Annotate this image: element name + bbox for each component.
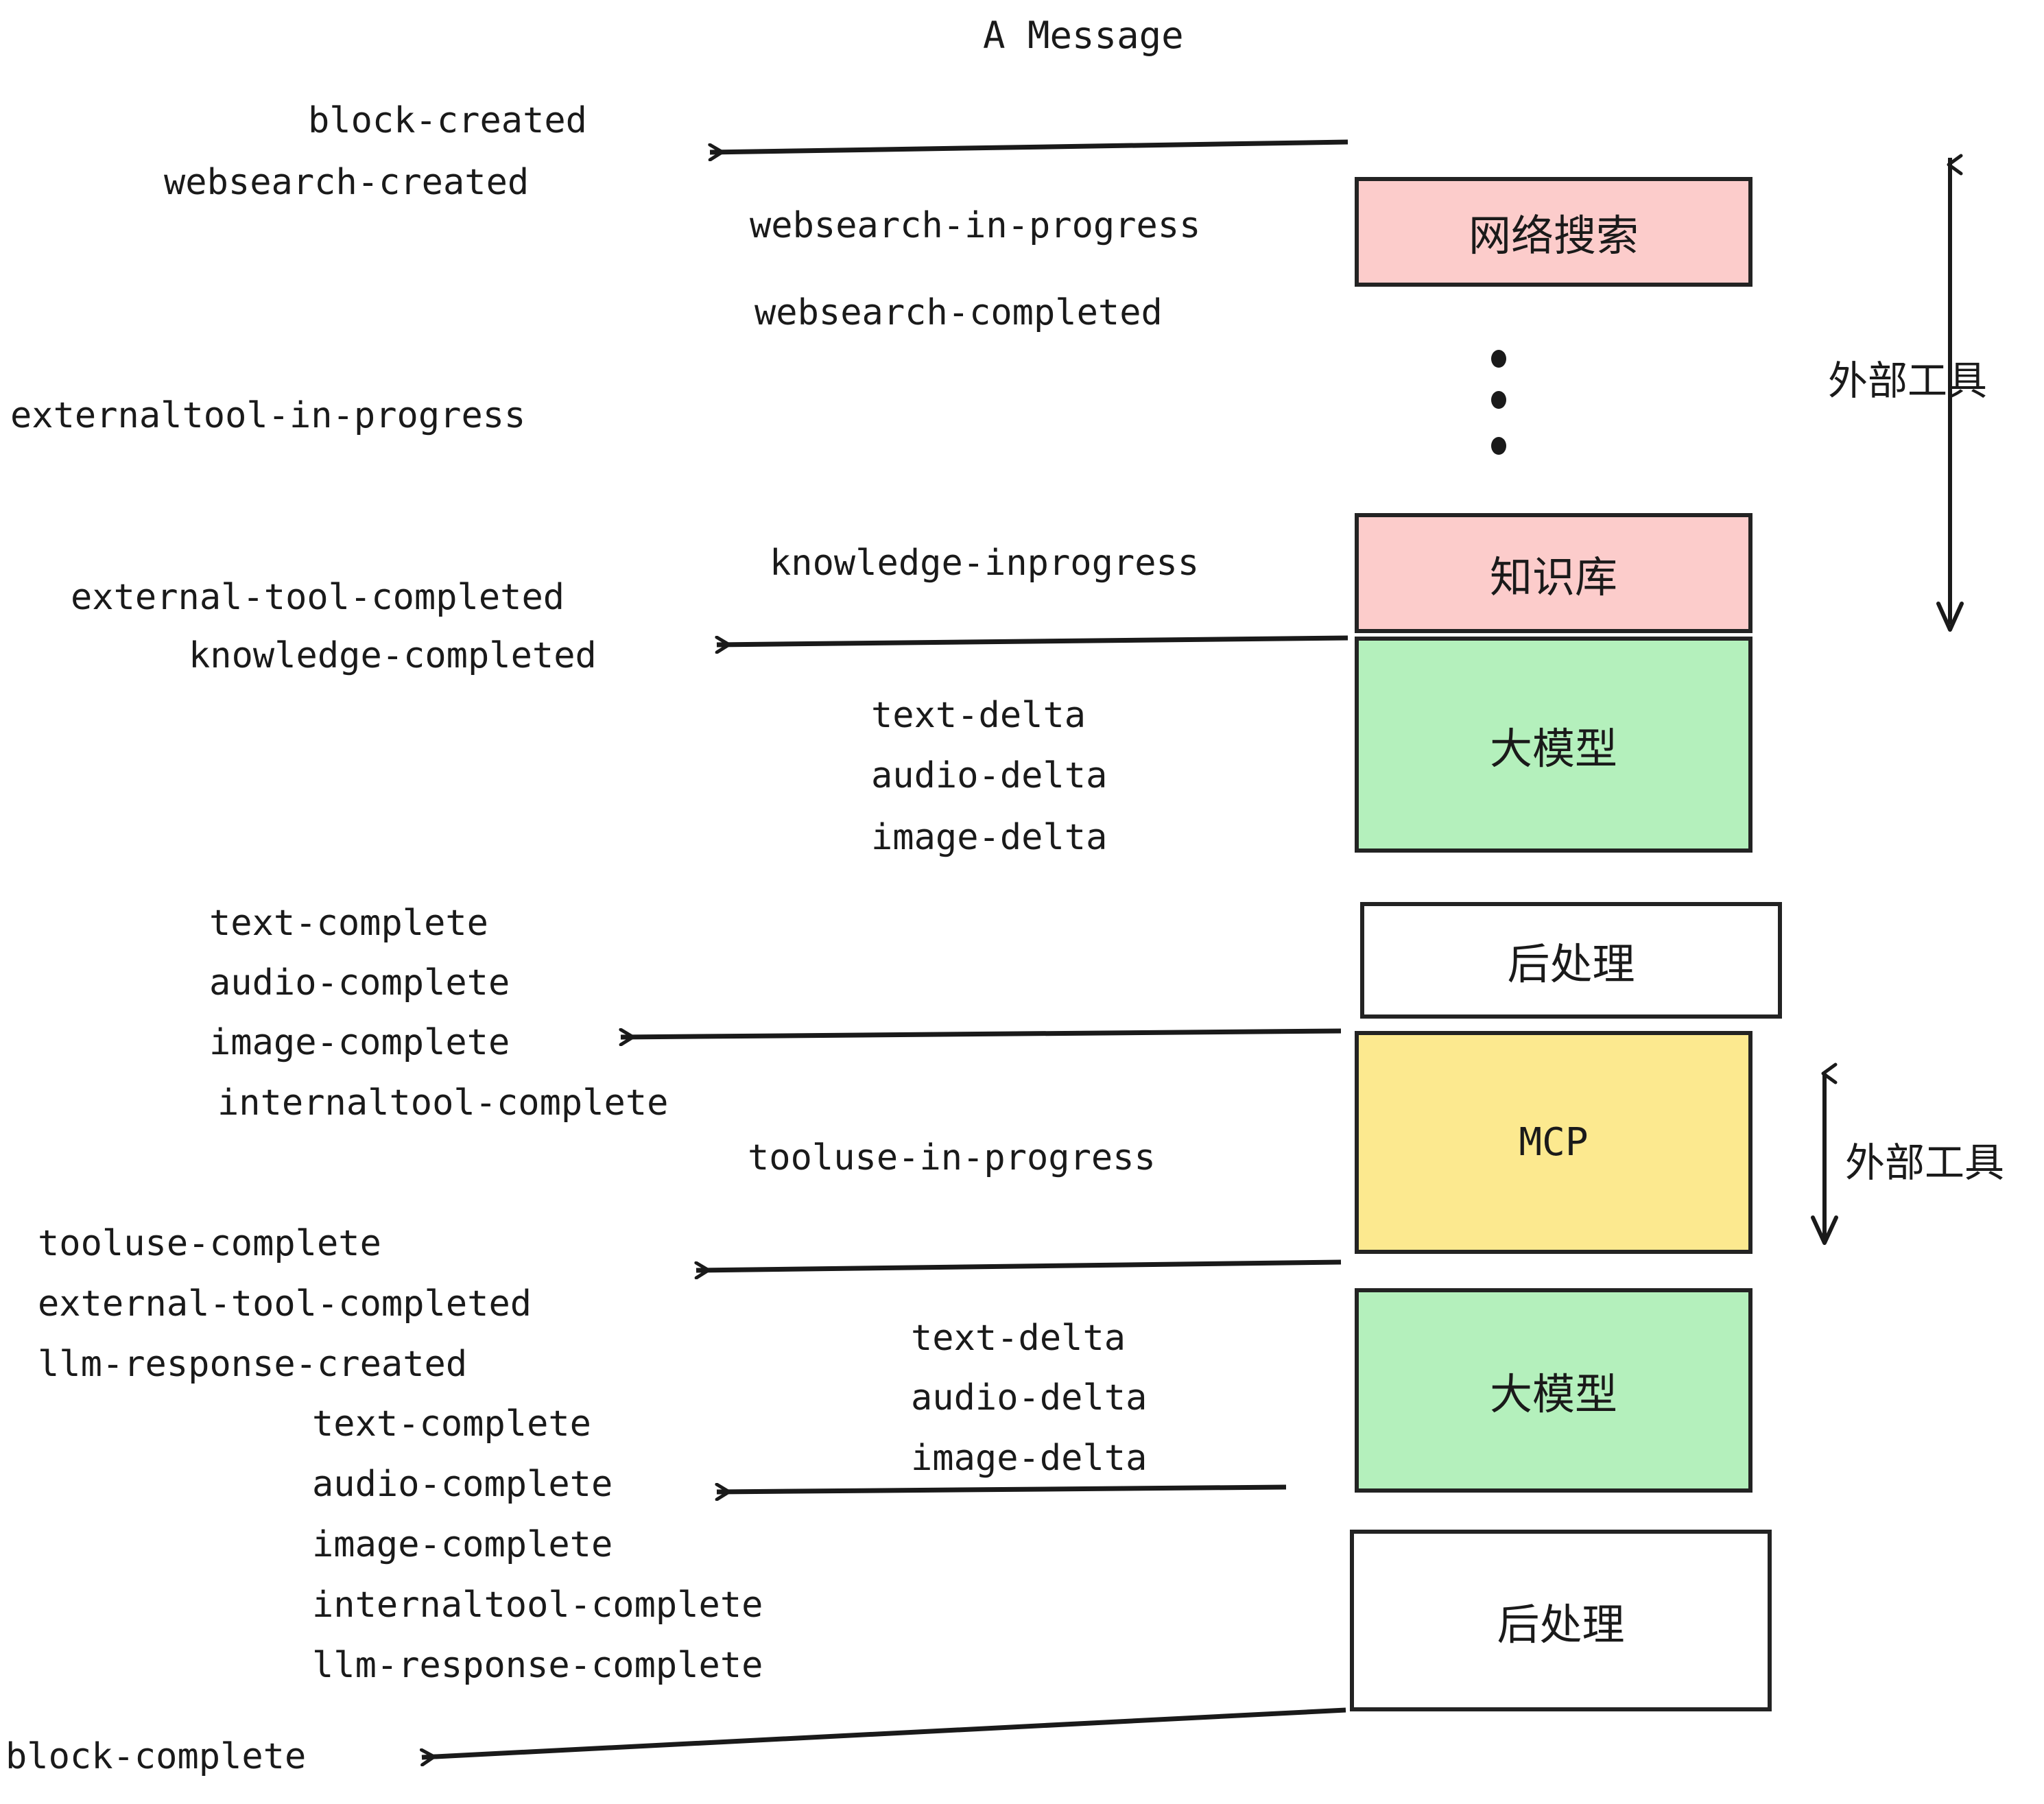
event-label-text-complete-1: text-complete: [209, 903, 488, 944]
event-label-internaltool-complete-2: internaltool-complete: [312, 1585, 763, 1626]
event-label-websearch-created: websearch-created: [164, 162, 530, 203]
box-label-websearch: 网络搜索: [1468, 211, 1639, 261]
event-label-text-complete-2: text-complete: [312, 1403, 591, 1445]
event-label-image-delta-1: image-delta: [871, 817, 1108, 858]
ellipsis-dot-2: [1491, 391, 1506, 409]
box-label-knowledge: 知识库: [1489, 551, 1617, 602]
arrow-llm2-to-audio-complete: [717, 1487, 1287, 1492]
event-label-llm-response-created: llm-response-created: [38, 1344, 468, 1385]
event-label-tooluse-complete: tooluse-complete: [38, 1223, 381, 1264]
event-label-externaltool-in-progress: externaltool-in-progress: [10, 395, 526, 436]
event-label-knowledge-inprogress: knowledge-inprogress: [770, 543, 1200, 584]
event-label-audio-delta-1: audio-delta: [871, 755, 1108, 796]
side-label-external-tools-top: 外部工具: [1828, 357, 1988, 404]
ellipsis-dot-1: [1491, 350, 1506, 368]
external-tools-arrowhead-top-down: [1936, 602, 1964, 632]
event-label-text-delta-2: text-delta: [911, 1318, 1126, 1359]
arrow-postproc1-to-image-complete: [621, 1031, 1342, 1037]
event-label-external-tool-completed-2: external-tool-completed: [38, 1283, 532, 1325]
event-label-tooluse-in-progress: tooluse-in-progress: [748, 1137, 1156, 1178]
box-websearch: 网络搜索: [1355, 177, 1752, 287]
box-llm-1: 大模型: [1355, 637, 1752, 853]
arrow-mcp-to-tooluse-complete: [696, 1259, 1342, 1270]
box-label-llm-1: 大模型: [1489, 723, 1617, 774]
box-label-postprocessing-1: 后处理: [1507, 939, 1635, 989]
box-label-llm-2: 大模型: [1489, 1369, 1617, 1419]
event-label-websearch-in-progress: websearch-in-progress: [750, 205, 1201, 246]
external-tools-arrowhead-bottom-down: [1811, 1215, 1838, 1245]
event-label-llm-response-complete: llm-response-complete: [312, 1645, 763, 1686]
event-label-image-delta-2: image-delta: [911, 1438, 1148, 1479]
event-label-audio-complete-1: audio-complete: [209, 962, 510, 1004]
box-postprocessing-2: 后处理: [1350, 1530, 1772, 1711]
event-label-block-created: block-created: [308, 100, 587, 141]
event-label-external-tool-completed-1: external-tool-completed: [71, 577, 565, 618]
event-label-image-complete-1: image-complete: [209, 1022, 510, 1063]
side-label-external-tools-bottom: 外部工具: [1845, 1139, 2005, 1186]
ellipsis-dot-3: [1491, 437, 1506, 455]
event-label-image-complete-2: image-complete: [312, 1524, 613, 1565]
event-label-websearch-completed: websearch-completed: [754, 292, 1163, 333]
event-label-text-delta-1: text-delta: [871, 695, 1086, 736]
arrow-websearch-to-block-created: [710, 139, 1348, 152]
arrow-postproc2-to-block-complete: [422, 1707, 1346, 1757]
box-label-mcp: MCP: [1519, 1120, 1589, 1165]
arrow-knowledge-to-knowledge-completed: [717, 635, 1348, 645]
box-postprocessing-1: 后处理: [1360, 902, 1782, 1019]
box-knowledge: 知识库: [1355, 513, 1752, 633]
box-label-postprocessing-2: 后处理: [1497, 1599, 1625, 1650]
event-label-knowledge-completed: knowledge-completed: [189, 635, 597, 676]
box-mcp: MCP: [1355, 1031, 1752, 1254]
page-title: A Message: [983, 14, 1184, 57]
event-label-audio-complete-2: audio-complete: [312, 1464, 613, 1505]
box-llm-2: 大模型: [1355, 1288, 1752, 1493]
event-label-block-complete: block-complete: [5, 1736, 307, 1777]
event-label-audio-delta-2: audio-delta: [911, 1377, 1148, 1419]
event-label-internaltool-complete-1: internaltool-complete: [217, 1082, 669, 1124]
